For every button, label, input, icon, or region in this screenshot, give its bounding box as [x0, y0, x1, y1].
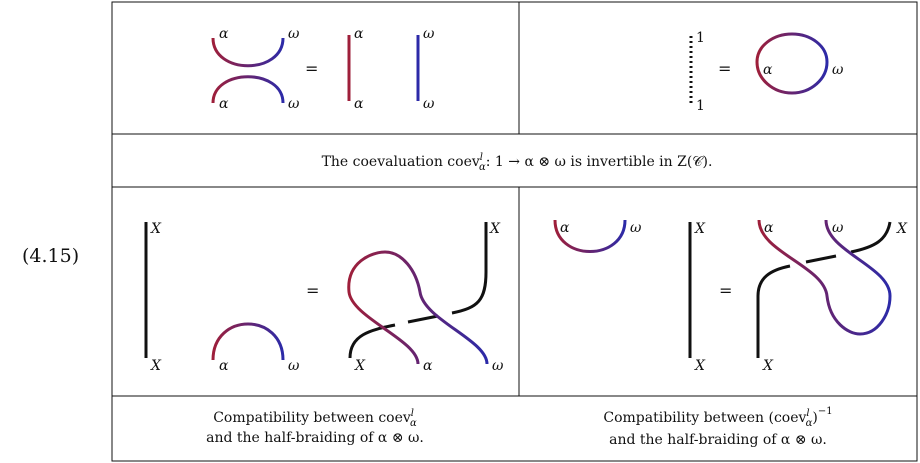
equals-sign: = [306, 281, 319, 300]
label-omega: ω [423, 26, 435, 42]
X-strand-crossing [756, 264, 791, 358]
closed-loop-alpha-omega [755, 32, 829, 95]
equals-sign: = [305, 59, 318, 78]
label-alpha: α [354, 96, 364, 112]
cap-strand-alpha-omega [211, 37, 285, 68]
caption-coev-inverse-compatibility-line2: and the half-braiding of α ⊗ ω. [609, 432, 827, 448]
label-X: X [354, 358, 366, 374]
label-alpha: α [764, 220, 774, 236]
loop-alpha-omega-braided [757, 219, 892, 336]
label-one: 1 [696, 98, 705, 114]
X-strand-crossing-top [451, 222, 488, 315]
label-X: X [694, 221, 706, 237]
label-omega: ω [288, 358, 300, 374]
X-strand-crossing-mid [407, 314, 439, 324]
label-alpha: α [219, 96, 229, 112]
cup-alpha-omega [211, 322, 285, 361]
label-alpha: α [354, 26, 364, 42]
cup-strand-alpha-omega [211, 75, 285, 104]
cell-loop-identity: 1 1 = α ω [689, 30, 844, 114]
table-grid [111, 1, 918, 462]
cell-cup-cap-identity: α ω α ω = α α ω ω [211, 26, 435, 112]
equation-number: (4.15) [22, 245, 79, 267]
label-alpha: α [219, 358, 229, 374]
cap-alpha-omega [553, 219, 627, 253]
label-one: 1 [696, 30, 705, 46]
label-alpha: α [219, 26, 229, 42]
label-omega: ω [832, 220, 844, 236]
cell-coev-inverse-halfbraiding: α ω X X = α ω X X [553, 219, 908, 374]
label-omega: ω [288, 96, 300, 112]
label-X: X [694, 358, 706, 374]
label-omega: ω [832, 62, 844, 78]
caption-coev-compatibility-line2: and the half-braiding of α ⊗ ω. [206, 430, 424, 446]
label-X: X [896, 221, 908, 237]
equals-sign: = [719, 281, 732, 300]
X-strand-crossing [348, 323, 396, 359]
label-alpha: α [763, 62, 773, 78]
label-omega: ω [630, 220, 642, 236]
loop-alpha-omega-braided [347, 250, 489, 365]
label-X: X [489, 221, 501, 237]
label-omega: ω [288, 26, 300, 42]
label-X: X [762, 358, 774, 374]
label-omega: ω [423, 96, 435, 112]
label-alpha: α [560, 220, 570, 236]
label-X: X [150, 358, 162, 374]
X-strand-crossing-top [850, 221, 892, 254]
label-alpha: α [423, 358, 433, 374]
equals-sign: = [718, 59, 731, 78]
label-X: X [150, 221, 162, 237]
label-omega: ω [492, 358, 504, 374]
X-strand-crossing-mid [805, 254, 837, 264]
cell-coev-halfbraiding: X X α ω = X X α ω [144, 221, 504, 374]
